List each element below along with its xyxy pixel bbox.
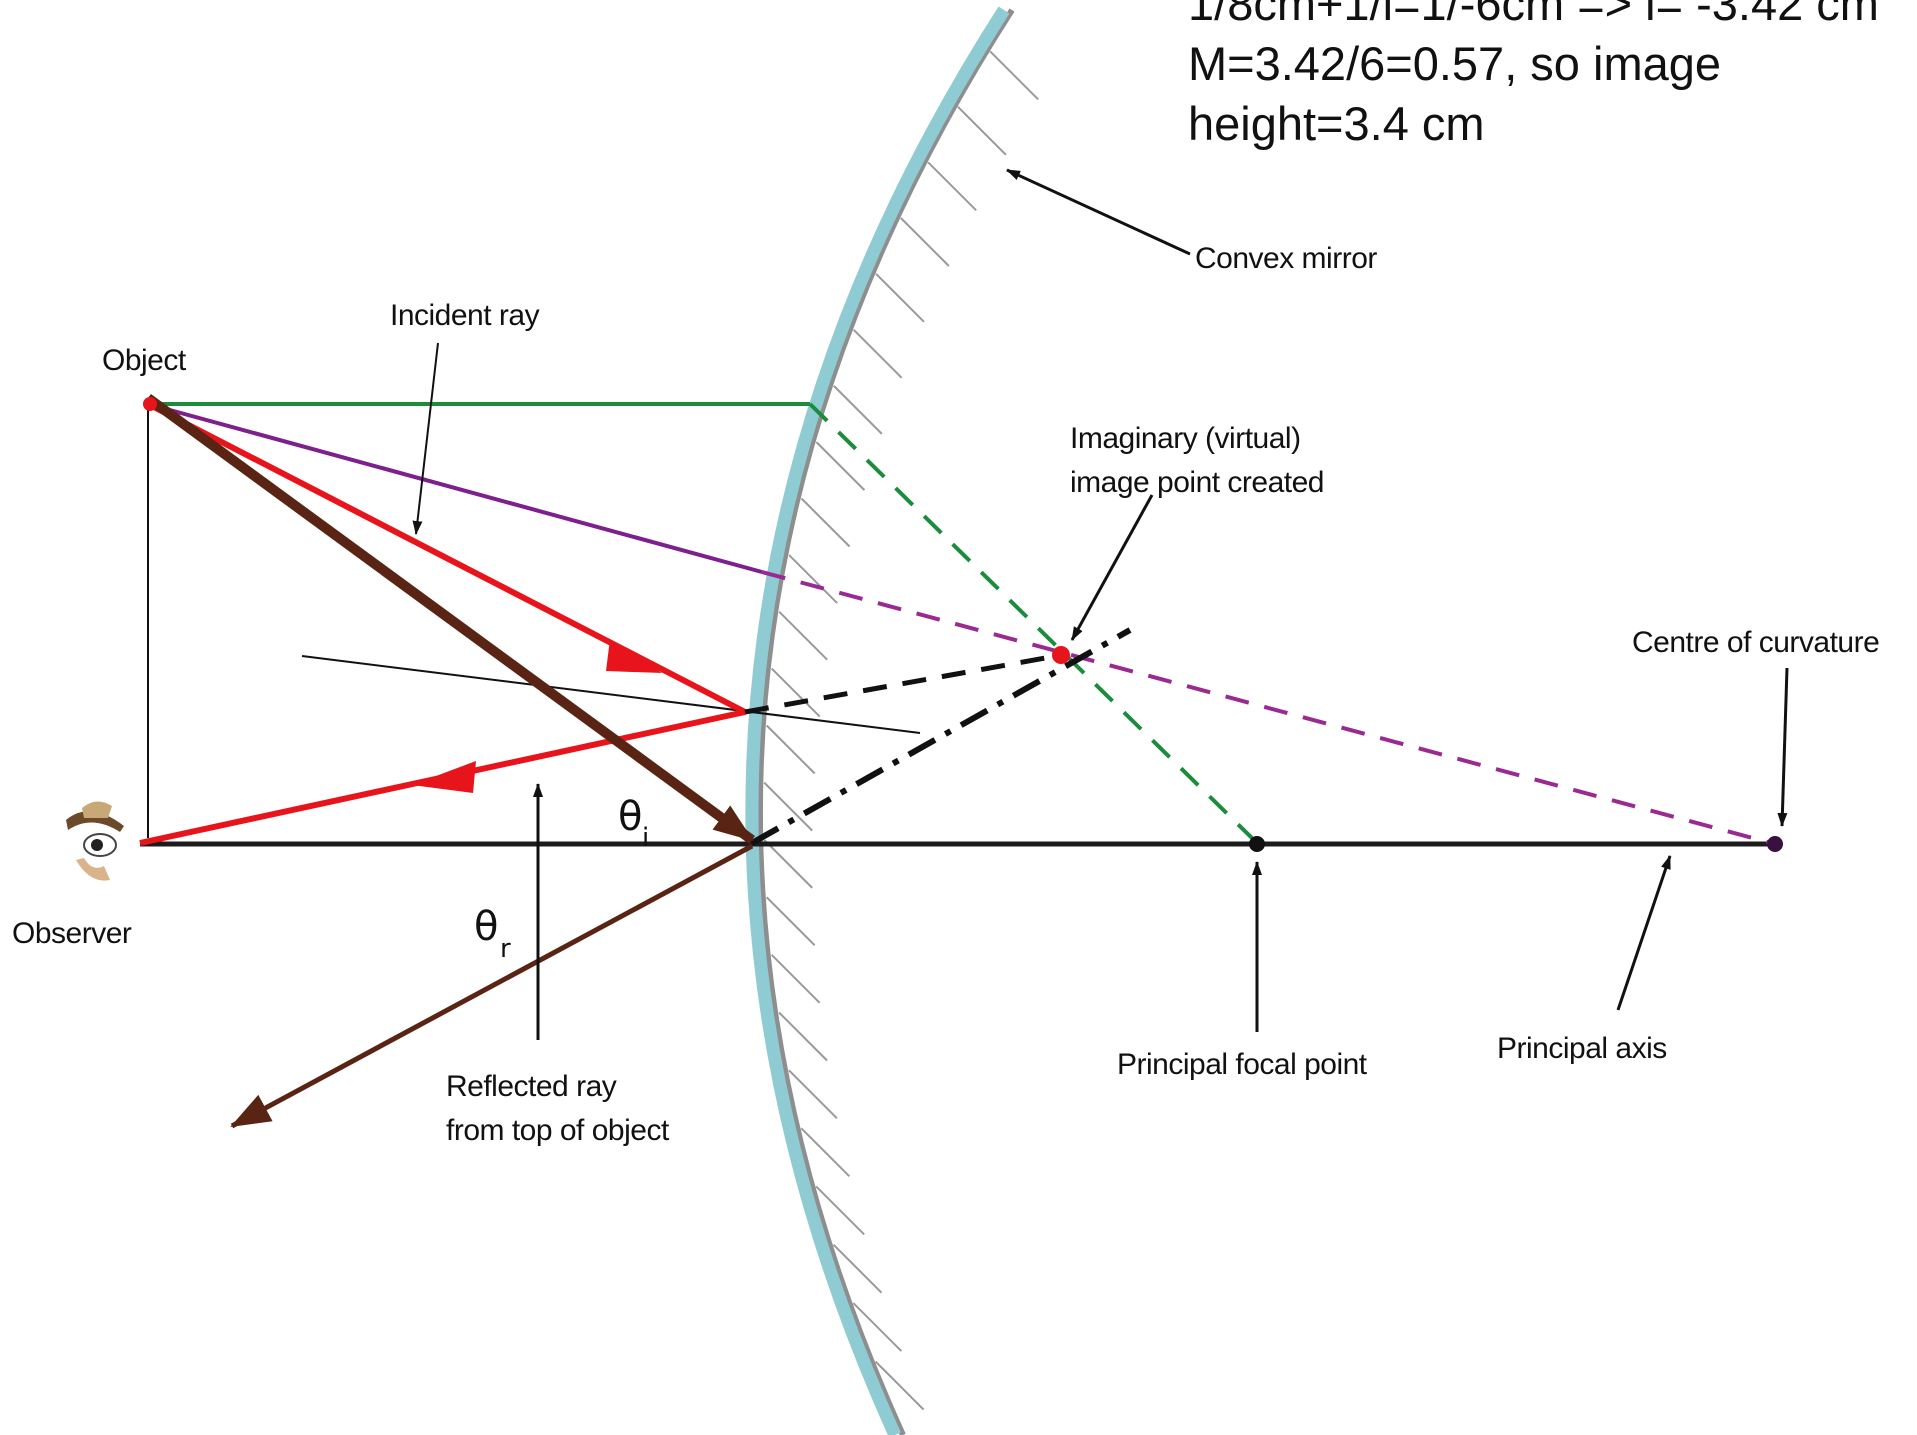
incident-ray-pointer bbox=[412, 342, 439, 535]
hatch-mark bbox=[815, 441, 866, 491]
label-convex-mirror: Convex mirror bbox=[1195, 242, 1377, 275]
hatch-mark bbox=[771, 667, 821, 718]
hatch-mark bbox=[800, 497, 851, 548]
purple-ray bbox=[147, 402, 763, 574]
object-point bbox=[143, 397, 157, 411]
brown-incident-ray bbox=[145, 393, 755, 845]
hatch-mark bbox=[833, 385, 883, 435]
theta-i-subscript: i bbox=[642, 823, 649, 853]
virtual-image-point bbox=[1052, 646, 1070, 664]
mirror-hatching bbox=[763, 50, 1039, 1411]
hatch-mark bbox=[927, 161, 977, 212]
observer-eye-icon bbox=[66, 801, 124, 881]
label-observer: Observer bbox=[12, 917, 132, 950]
calculation-line-1: 1/8cm+1/i=1/-6cm => i= -3.42 cm bbox=[1188, 0, 1879, 30]
green-dashed-extension bbox=[808, 402, 1258, 844]
convex-mirror-pointer bbox=[1006, 168, 1191, 256]
label-virtual-image-2: image point created bbox=[1070, 466, 1324, 499]
brown-reflected-ray bbox=[230, 843, 754, 1129]
focal-point-dot bbox=[1249, 836, 1265, 852]
virtual-image-pointer bbox=[1070, 494, 1154, 641]
hatch-mark bbox=[763, 839, 813, 889]
hatch-mark bbox=[874, 1360, 925, 1411]
hatch-mark bbox=[765, 896, 816, 946]
label-principal-axis: Principal axis bbox=[1497, 1032, 1667, 1065]
centre-of-curvature-dot bbox=[1767, 836, 1783, 852]
hatch-mark bbox=[832, 1243, 883, 1294]
hatch-mark bbox=[900, 217, 950, 267]
reflected-arrowhead bbox=[412, 761, 476, 793]
hatch-mark bbox=[778, 1011, 828, 1062]
calculation-line-2: M=3.42/6=0.57, so image bbox=[1188, 37, 1722, 90]
hatch-mark bbox=[778, 611, 828, 661]
hatch-mark bbox=[815, 1185, 865, 1236]
hatch-mark bbox=[800, 1127, 851, 1177]
purple-dashed-extension bbox=[761, 570, 1776, 846]
black-dashed-extension bbox=[744, 652, 1063, 715]
convex-mirror-back bbox=[756, 8, 1015, 1435]
hatch-mark bbox=[989, 50, 1039, 101]
theta-r-symbol: θ bbox=[474, 904, 498, 950]
hatch-mark bbox=[763, 781, 813, 832]
theta-i-symbol: θ bbox=[618, 794, 642, 840]
hatch-mark bbox=[766, 724, 816, 775]
calculation-line-3: height=3.4 cm bbox=[1188, 97, 1485, 150]
hatch-mark bbox=[788, 1069, 838, 1120]
hatch-mark bbox=[788, 554, 838, 604]
label-incident-ray: Incident ray bbox=[390, 299, 540, 332]
hatch-mark bbox=[875, 273, 925, 323]
hatch-mark bbox=[852, 1302, 903, 1352]
hatch-mark bbox=[852, 329, 903, 379]
hatch-mark bbox=[957, 106, 1007, 156]
label-reflected-ray-2: from top of object bbox=[446, 1114, 670, 1147]
label-virtual-image-1: Imaginary (virtual) bbox=[1070, 422, 1301, 455]
centre-of-curvature-pointer bbox=[1777, 667, 1789, 827]
label-object: Object bbox=[102, 344, 187, 377]
hatch-mark bbox=[770, 954, 821, 1004]
principal-axis-pointer bbox=[1616, 855, 1672, 1011]
normal-line bbox=[301, 655, 921, 734]
dash-dot-normal bbox=[750, 627, 1132, 846]
incident-arrowhead bbox=[606, 639, 662, 673]
theta-r-subscript: r bbox=[500, 934, 511, 964]
label-reflected-ray-1: Reflected ray bbox=[446, 1070, 617, 1103]
label-centre-of-curvature: Centre of curvature bbox=[1632, 626, 1879, 659]
red-incident-ray bbox=[146, 401, 747, 715]
label-principal-focal-point: Principal focal point bbox=[1117, 1048, 1368, 1081]
calculation-note: 1/8cm+1/i=1/-6cm => i= -3.42 cm M=3.42/6… bbox=[1188, 0, 1917, 154]
